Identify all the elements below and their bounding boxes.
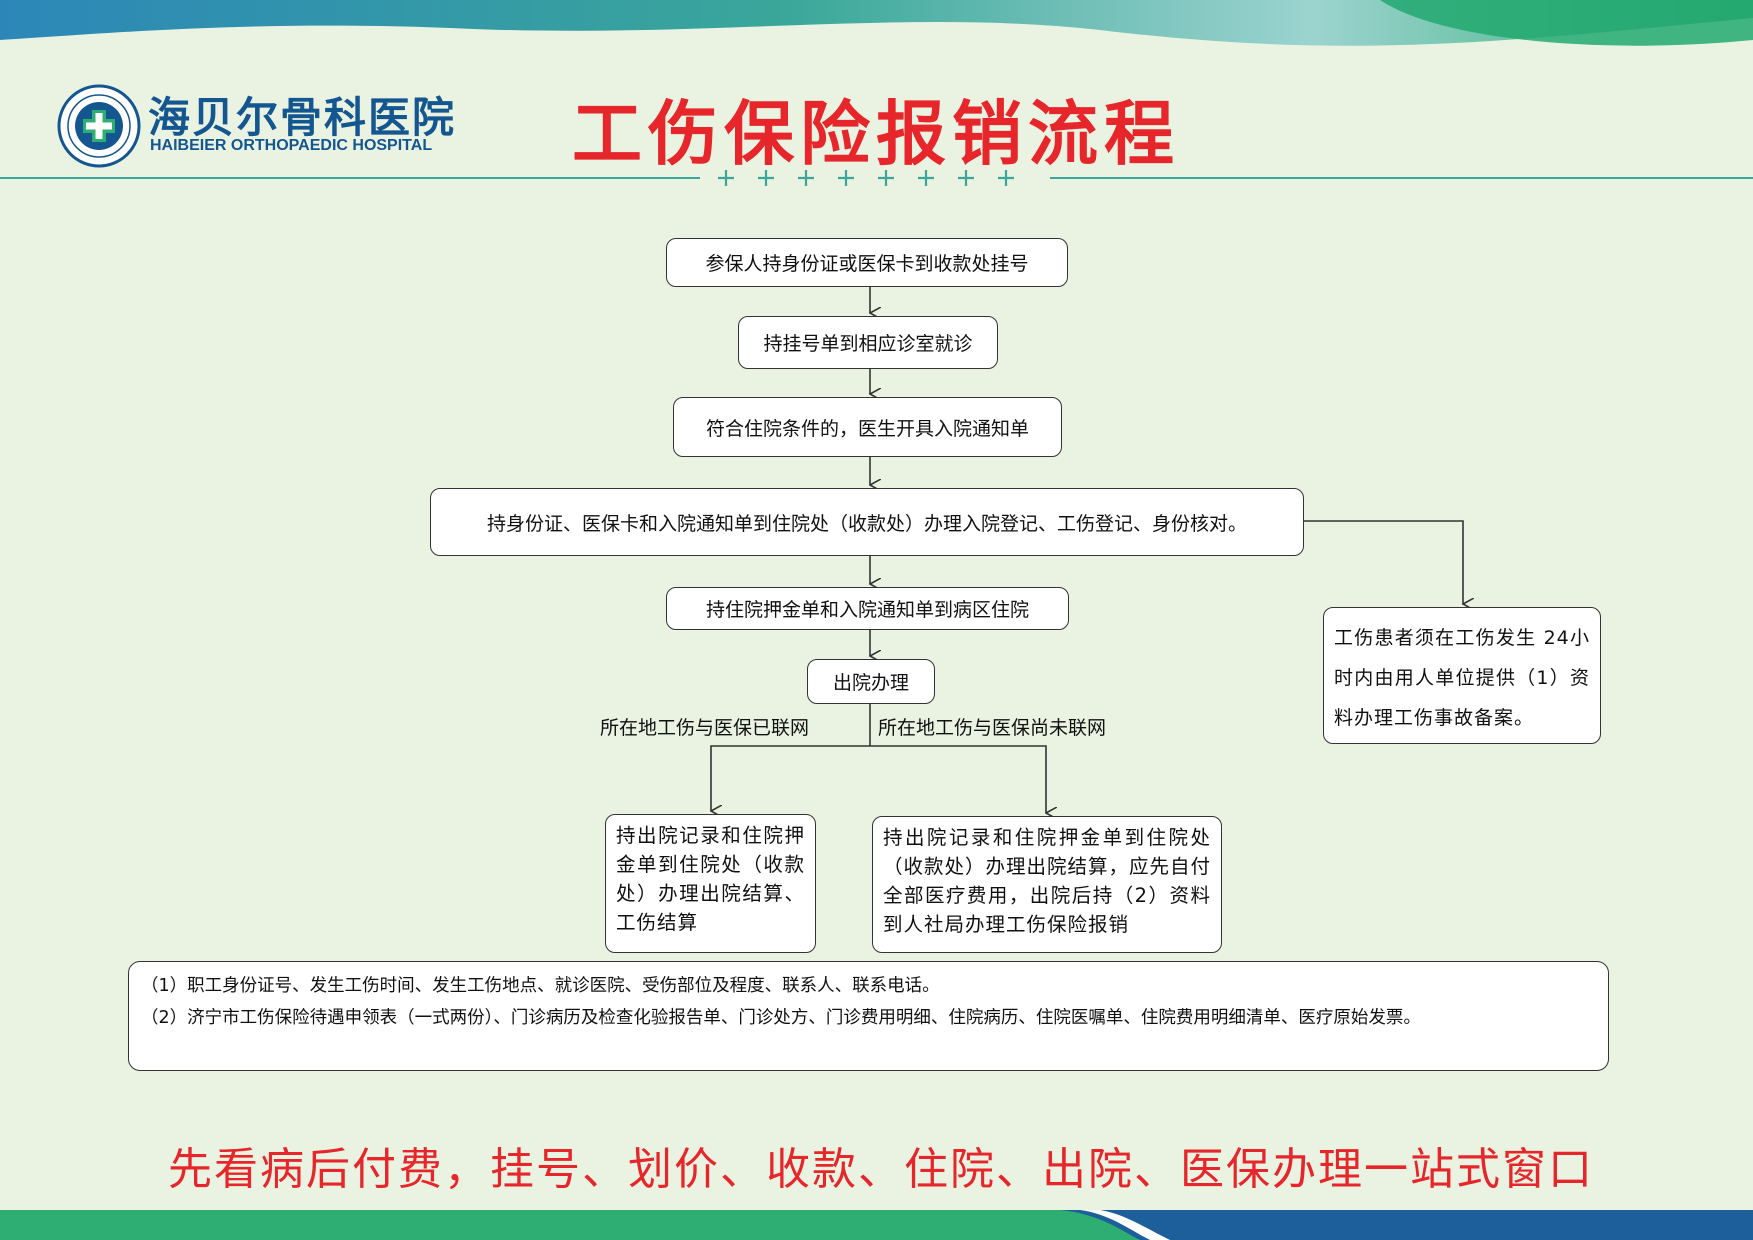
arrow-branch-left (711, 745, 870, 811)
top-wave-band (0, 0, 1753, 46)
step-discharge: 出院办理 (807, 659, 935, 704)
branch-not-networked-settlement: 持出院记录和住院押金单到住院处（收款处）办理出院结算，应先自付全部医疗费用，出院… (872, 816, 1222, 953)
footer-slogan: 先看病后付费，挂号、划价、收款、住院、出院、医保办理一站式窗口 (168, 1144, 1594, 1195)
step-admission-notice: 符合住院条件的，医生开具入院通知单 (673, 397, 1062, 457)
title-divider (0, 170, 1753, 186)
hospital-logo (57, 84, 141, 168)
step-admission-registration: 持身份证、医保卡和入院通知单到住院处（收款处）办理入院登记、工伤登记、身份核对。 (430, 488, 1304, 556)
step-ward-admission: 持住院押金单和入院通知单到病区住院 (666, 587, 1069, 630)
arrow-step4-sidenote (1303, 520, 1463, 604)
note-1: （1）职工身份证号、发生工伤时间、发生工伤地点、就诊医院、受伤部位及程度、联系人… (141, 976, 940, 996)
bottom-wave-band (0, 1210, 1753, 1240)
plus-marks (718, 170, 1014, 186)
page-title: 工伤保险报销流程 (572, 93, 1180, 175)
step-register: 参保人持身份证或医保卡到收款处挂号 (666, 238, 1068, 287)
branch-label-networked: 所在地工伤与医保已联网 (600, 717, 810, 739)
branch-label-not-networked: 所在地工伤与医保尚未联网 (878, 717, 1107, 739)
note-2: （2）济宁市工伤保险待遇申领表（一式两份）、门诊病历及检查化验报告单、门诊处方、… (141, 1008, 1421, 1028)
side-note-accident-filing: 工伤患者须在工伤发生 24小时内由用人单位提供（1）资料办理工伤事故备案。 (1323, 607, 1601, 744)
branch-networked-settlement: 持出院记录和住院押金单到住院处（收款处）办理出院结算、工伤结算 (605, 814, 816, 953)
hospital-name-en: HAIBEIER ORTHOPAEDIC HOSPITAL (150, 137, 433, 154)
hospital-name-cn: 海贝尔骨科医院 (148, 93, 457, 142)
notes-box: （1）职工身份证号、发生工伤时间、发生工伤地点、就诊医院、受伤部位及程度、联系人… (128, 961, 1609, 1071)
arrow-branch-right (870, 745, 1046, 813)
step-clinic-visit: 持挂号单到相应诊室就诊 (738, 316, 998, 369)
